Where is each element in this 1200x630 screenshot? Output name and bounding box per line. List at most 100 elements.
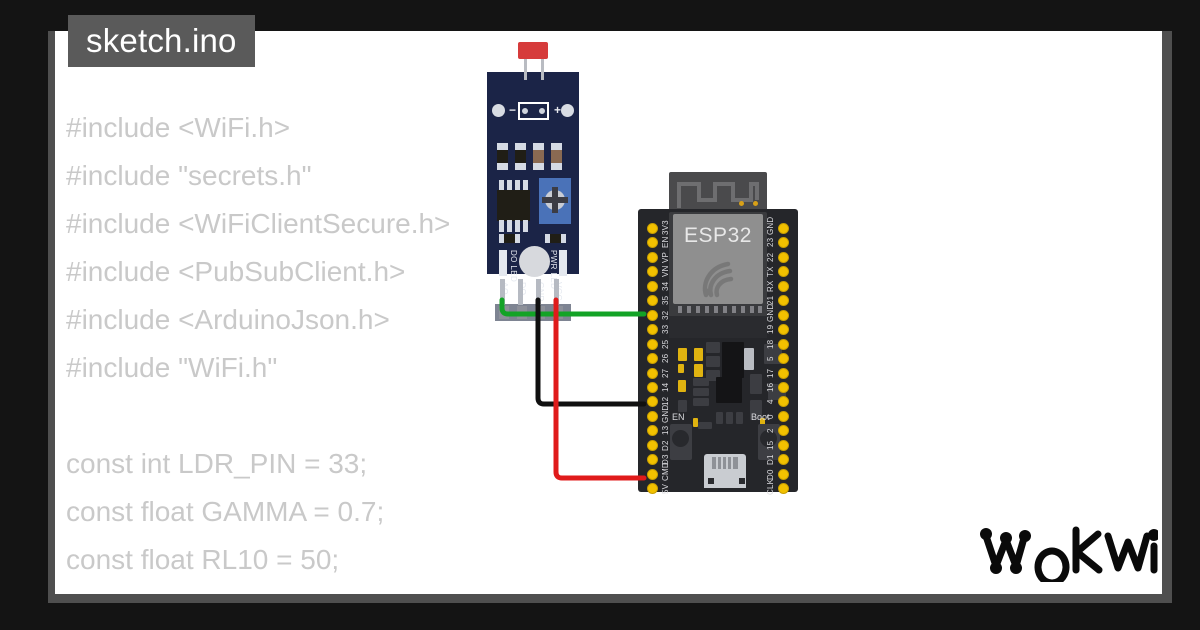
esp32-pin-label-left-14: 14 bbox=[661, 382, 670, 393]
board-component bbox=[706, 370, 720, 381]
esp32-pad-left-3v3[interactable] bbox=[647, 223, 658, 234]
code-line: #include <WiFi.h> bbox=[66, 112, 291, 143]
esp32-pad-left-27[interactable] bbox=[647, 367, 658, 379]
esp32-pad-right-16-11[interactable] bbox=[778, 381, 789, 393]
board-component bbox=[694, 364, 703, 377]
board-component bbox=[693, 398, 709, 406]
board-component bbox=[678, 400, 687, 412]
esp32-pin-label-left-vp: VP bbox=[661, 251, 670, 263]
esp32-pad-right-18-8[interactable] bbox=[778, 338, 789, 350]
espressif-logo-icon bbox=[702, 261, 734, 298]
esp32-pin-label-right-18-8: 18 bbox=[766, 339, 775, 349]
esp32-pad-left-en[interactable] bbox=[647, 237, 658, 249]
esp32-pad-left-33[interactable] bbox=[647, 324, 658, 336]
esp32-pin-label-right-gnd-6: GND bbox=[766, 303, 775, 322]
esp32-module-label: ESP32 bbox=[684, 224, 752, 247]
board-component bbox=[736, 412, 743, 424]
ldr-pin-label-ao: AO bbox=[500, 282, 510, 295]
ldr-header-pin-vcc[interactable] bbox=[553, 306, 563, 319]
esp32-pad-right-5-9[interactable] bbox=[778, 353, 789, 365]
board-component bbox=[744, 348, 754, 370]
esp32-pad-left-14[interactable] bbox=[647, 381, 658, 393]
smd-capacitor-2 bbox=[545, 234, 566, 243]
esp32-pad-right-22-2[interactable] bbox=[778, 251, 789, 263]
esp32-pin-label-right-16-11: 16 bbox=[766, 382, 775, 393]
esp32-pin-label-right-22-2: 22 bbox=[766, 252, 775, 263]
esp32-pin-label-left-en: EN bbox=[661, 237, 670, 249]
esp32-pad-right-17-10[interactable] bbox=[778, 367, 789, 379]
esp32-pin-label-left-d2: D2 bbox=[661, 439, 670, 451]
esp32-pin-label-left-cmd: CMD bbox=[661, 461, 670, 481]
ldr-header-pin-ao[interactable] bbox=[499, 306, 509, 319]
ic-pin bbox=[507, 180, 512, 192]
esp32-pad-right-tx-3[interactable] bbox=[778, 266, 789, 278]
esp32-board[interactable]: ESP32 bbox=[638, 172, 798, 492]
code-line: const float RL10 = 50; bbox=[66, 544, 340, 575]
board-component bbox=[764, 344, 782, 364]
ldr-pin-tail-do bbox=[518, 279, 523, 305]
ldr-header-pin-gnd[interactable] bbox=[535, 306, 545, 319]
board-component bbox=[693, 388, 709, 396]
esp32-pad-right-21-5[interactable] bbox=[778, 295, 789, 307]
mount-hole-left bbox=[492, 104, 505, 117]
esp32-pad-left-d2[interactable] bbox=[647, 439, 658, 451]
board-component bbox=[698, 422, 712, 429]
esp32-pad-right-d0-17[interactable] bbox=[778, 468, 789, 480]
esp32-pin-label-left-35: 35 bbox=[661, 296, 670, 306]
esp32-pad-right-0-13[interactable] bbox=[778, 410, 789, 422]
esp32-pin-label-right-tx-3: TX bbox=[766, 266, 775, 278]
ic-pin bbox=[515, 220, 520, 232]
esp32-pad-left-25[interactable] bbox=[647, 338, 658, 350]
esp32-pad-left-12[interactable] bbox=[647, 396, 658, 408]
esp32-pad-right-gnd-0[interactable] bbox=[778, 223, 789, 234]
code-line: #include <WiFiClientSecure.h> bbox=[66, 208, 451, 239]
en-button-cap[interactable] bbox=[672, 430, 689, 447]
board-component bbox=[726, 412, 733, 424]
esp32-pin-label-right-rx-4: RX bbox=[766, 280, 775, 293]
esp32-pin-label-left-vn: VN bbox=[661, 266, 670, 278]
polarity-plus-label: + bbox=[554, 103, 562, 117]
socket-pin-2 bbox=[537, 106, 547, 116]
do-led bbox=[499, 250, 507, 276]
board-component bbox=[716, 412, 723, 424]
code-line: const int LDR_PIN = 33; bbox=[66, 448, 368, 479]
esp32-pad-right-clk-18[interactable] bbox=[778, 483, 789, 495]
esp32-pad-left-5v[interactable] bbox=[647, 483, 658, 495]
smd-resistor-2 bbox=[515, 143, 526, 170]
ldr-photoresistor-module[interactable]: − + DO LED PWR LED AO DO GND VCC bbox=[487, 42, 579, 321]
esp32-pad-left-gnd[interactable] bbox=[647, 410, 658, 422]
esp32-pad-left-vn[interactable] bbox=[647, 266, 658, 278]
esp32-pin-label-right-d1-16: D1 bbox=[766, 454, 775, 466]
esp32-pad-left-26[interactable] bbox=[647, 353, 658, 365]
esp32-pad-left-32[interactable] bbox=[647, 309, 658, 321]
esp32-pad-left-13[interactable] bbox=[647, 425, 658, 437]
esp32-pad-left-34[interactable] bbox=[647, 280, 658, 292]
esp32-pad-right-gnd-6[interactable] bbox=[778, 309, 789, 321]
esp32-pad-left-vp[interactable] bbox=[647, 251, 658, 263]
esp32-pad-right-2-14[interactable] bbox=[778, 425, 789, 437]
code-line-blank bbox=[66, 392, 450, 440]
esp32-pad-left-d3[interactable] bbox=[647, 454, 658, 466]
ldr-header-pin-do[interactable] bbox=[517, 306, 527, 319]
ldr-pin-label-gnd: GND bbox=[536, 282, 546, 302]
esp32-pad-right-4-12[interactable] bbox=[778, 396, 789, 408]
esp32-pin-label-left-27: 27 bbox=[661, 368, 670, 378]
esp32-pad-right-19-7[interactable] bbox=[778, 324, 789, 336]
board-component bbox=[750, 400, 762, 420]
esp32-pin-label-left-34: 34 bbox=[661, 281, 670, 291]
esp32-pad-right-rx-4[interactable] bbox=[778, 280, 789, 292]
esp32-pad-right-23-1[interactable] bbox=[778, 237, 789, 249]
esp32-rf-shield bbox=[673, 214, 763, 304]
esp32-pad-right-d1-16[interactable] bbox=[778, 454, 789, 466]
board-component bbox=[693, 418, 698, 427]
code-editor-text: #include <WiFi.h>#include "secrets.h"#in… bbox=[66, 104, 450, 584]
ic-pin bbox=[499, 180, 504, 192]
esp32-pad-left-cmd[interactable] bbox=[647, 468, 658, 480]
esp32-pad-right-15-15[interactable] bbox=[778, 439, 789, 451]
tab-sketch-ino[interactable]: sketch.ino bbox=[68, 15, 255, 67]
boot-button-cap[interactable] bbox=[760, 430, 777, 447]
esp32-pad-left-35[interactable] bbox=[647, 295, 658, 307]
code-line: const float GAMMA = 0.7; bbox=[66, 496, 385, 527]
ldr-pin-tail-gnd bbox=[536, 279, 541, 305]
